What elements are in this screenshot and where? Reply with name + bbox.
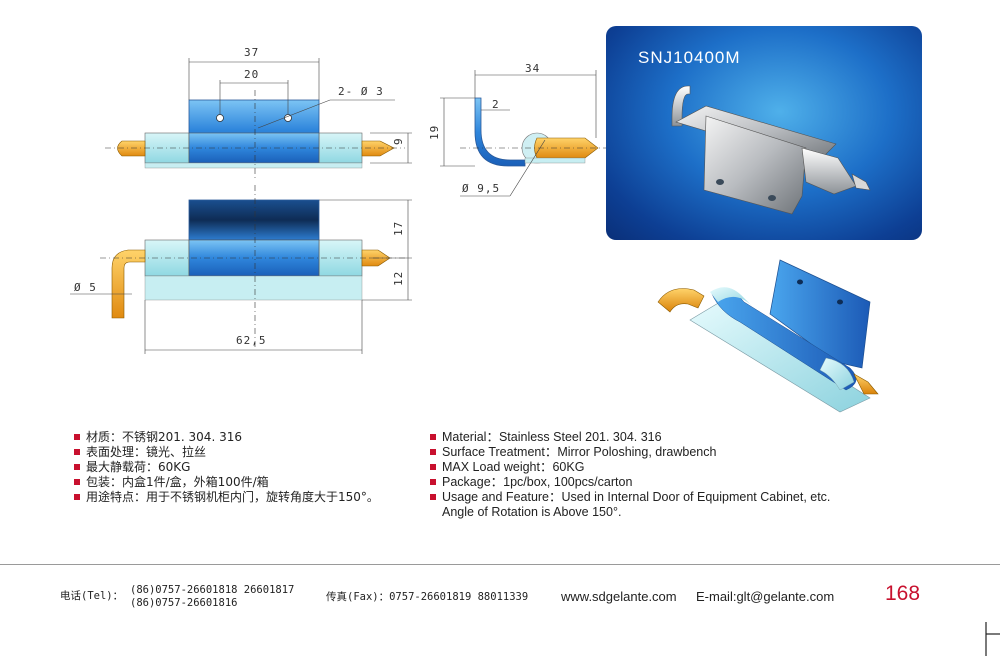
- dim-62-5: 62,5: [236, 334, 267, 347]
- dim-37: 37: [244, 46, 259, 59]
- technical-drawing: 37 20 2- Ø 3 9 34 2 19 Ø 9,5 17 12 Ø 5 6…: [70, 46, 606, 354]
- side-view: [440, 70, 606, 197]
- bullet-icon: [430, 434, 436, 440]
- model-number: SNJ10400M: [638, 48, 741, 67]
- bullet-icon: [74, 449, 80, 455]
- footer-tel-line2: (86)0757-26601816: [130, 597, 238, 609]
- dim-dia-5: Ø 5: [74, 281, 97, 294]
- dim-20: 20: [244, 68, 259, 81]
- bullet-icon: [74, 434, 80, 440]
- dim-2: 2: [492, 98, 500, 111]
- dim-dia-9-5: Ø 9,5: [462, 182, 500, 195]
- bullet-icon: [430, 494, 436, 500]
- bullet-icon: [74, 494, 80, 500]
- hinge-3d-render: [657, 259, 879, 413]
- bullet-icon: [430, 479, 436, 485]
- footer-divider: [0, 564, 1000, 565]
- spec-cn-usage: 用途特点：用于不锈钢机柜内门，旋转角度大于150°。: [86, 490, 379, 504]
- spec-en-package: Package：1pc/box, 100pcs/carton: [442, 475, 633, 489]
- specs-chinese: 材质：不锈钢201. 304. 316 表面处理：镜光、拉丝 最大静载荷：60K…: [74, 430, 379, 505]
- spec-cn-package: 包装：内盒1件/盒，外箱100件/箱: [86, 475, 269, 489]
- crop-mark-icon: [985, 622, 1000, 656]
- page-number: 168: [885, 582, 921, 605]
- bullet-icon: [430, 464, 436, 470]
- footer-website-link[interactable]: www.sdgelante.com: [561, 589, 677, 604]
- spec-cn-load: 最大静载荷：60KG: [86, 460, 191, 474]
- dim-19: 19: [428, 125, 441, 140]
- spec-en-material: Material：Stainless Steel 201. 304. 316: [442, 430, 662, 444]
- hinge-photo-render: [671, 85, 871, 215]
- spec-cn-surface: 表面处理：镜光、拉丝: [86, 445, 207, 459]
- spec-en-usage-cont: Angle of Rotation is Above 150°.: [442, 505, 622, 519]
- spec-en-usage: Usage and Feature：Used in Internal Door …: [442, 490, 831, 504]
- bullet-icon: [74, 479, 80, 485]
- spec-en-surface: Surface Treatment：Mirror Poloshing, draw…: [442, 445, 717, 459]
- dim-holes: 2- Ø 3: [338, 85, 384, 98]
- dim-9: 9: [392, 137, 405, 145]
- footer-fax: 传真(Fax)：0757-26601819 88011339: [326, 591, 529, 603]
- dim-12: 12: [392, 271, 405, 286]
- front-view: [70, 185, 412, 354]
- spec-en-load: MAX Load weight：60KG: [442, 460, 585, 474]
- footer-email-link[interactable]: E-mail:glt@gelante.com: [696, 589, 835, 604]
- top-view: [105, 58, 412, 180]
- footer-tel-line1: (86)0757-26601818 26601817: [130, 584, 295, 596]
- product-photo: SNJ10400M: [606, 26, 922, 240]
- footer-tel-label: 电话(Tel)：: [60, 590, 124, 602]
- dim-34: 34: [525, 62, 540, 75]
- dim-17: 17: [392, 221, 405, 236]
- bullet-icon: [74, 464, 80, 470]
- bullet-icon: [430, 449, 436, 455]
- specs-english: Material：Stainless Steel 201. 304. 316 S…: [430, 430, 830, 520]
- spec-cn-material: 材质：不锈钢201. 304. 316: [86, 430, 242, 444]
